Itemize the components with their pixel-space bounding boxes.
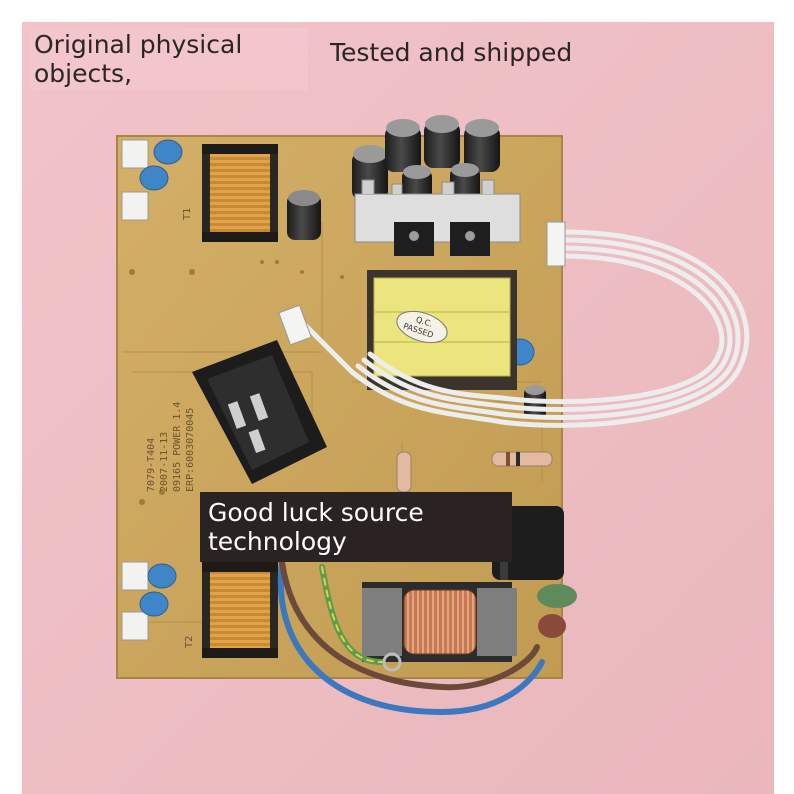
board-model-markings: 7079-T404 2007-11-13 09165 POWER 1.4 ERP… xyxy=(146,402,196,492)
marking-line-1: 7079-T404 xyxy=(146,438,157,492)
caption-good-luck-source: Good luck source technology xyxy=(200,492,512,562)
main-transformer: Q.C. PASSED xyxy=(367,270,517,390)
ribbon-cable xyxy=(299,229,750,428)
t2-label: T2 xyxy=(184,636,195,649)
transformer-t1: T1 xyxy=(182,144,278,242)
marking-line-4: ERP:6003070045 xyxy=(185,408,196,492)
ribbon-connector-inner xyxy=(278,304,312,346)
ribbon-connector xyxy=(546,221,566,267)
power-board-photo: T1 T2 xyxy=(22,22,774,794)
ac-power-inlet xyxy=(192,340,327,484)
left-connectors xyxy=(121,139,149,641)
heatsink xyxy=(354,179,521,256)
caption-original-objects: Original physical objects, xyxy=(30,28,308,90)
t1-label: T1 xyxy=(182,208,193,221)
transformer-t2: T2 xyxy=(184,562,278,658)
caption-tested-shipped: Tested and shipped xyxy=(330,38,573,67)
mains-wires xyxy=(277,559,545,716)
emi-filter xyxy=(362,582,577,662)
marking-line-2: 2007-11-13 xyxy=(159,432,170,492)
marking-line-3: 09165 POWER 1.4 xyxy=(172,402,183,492)
qc-passed-sticker xyxy=(396,310,448,344)
